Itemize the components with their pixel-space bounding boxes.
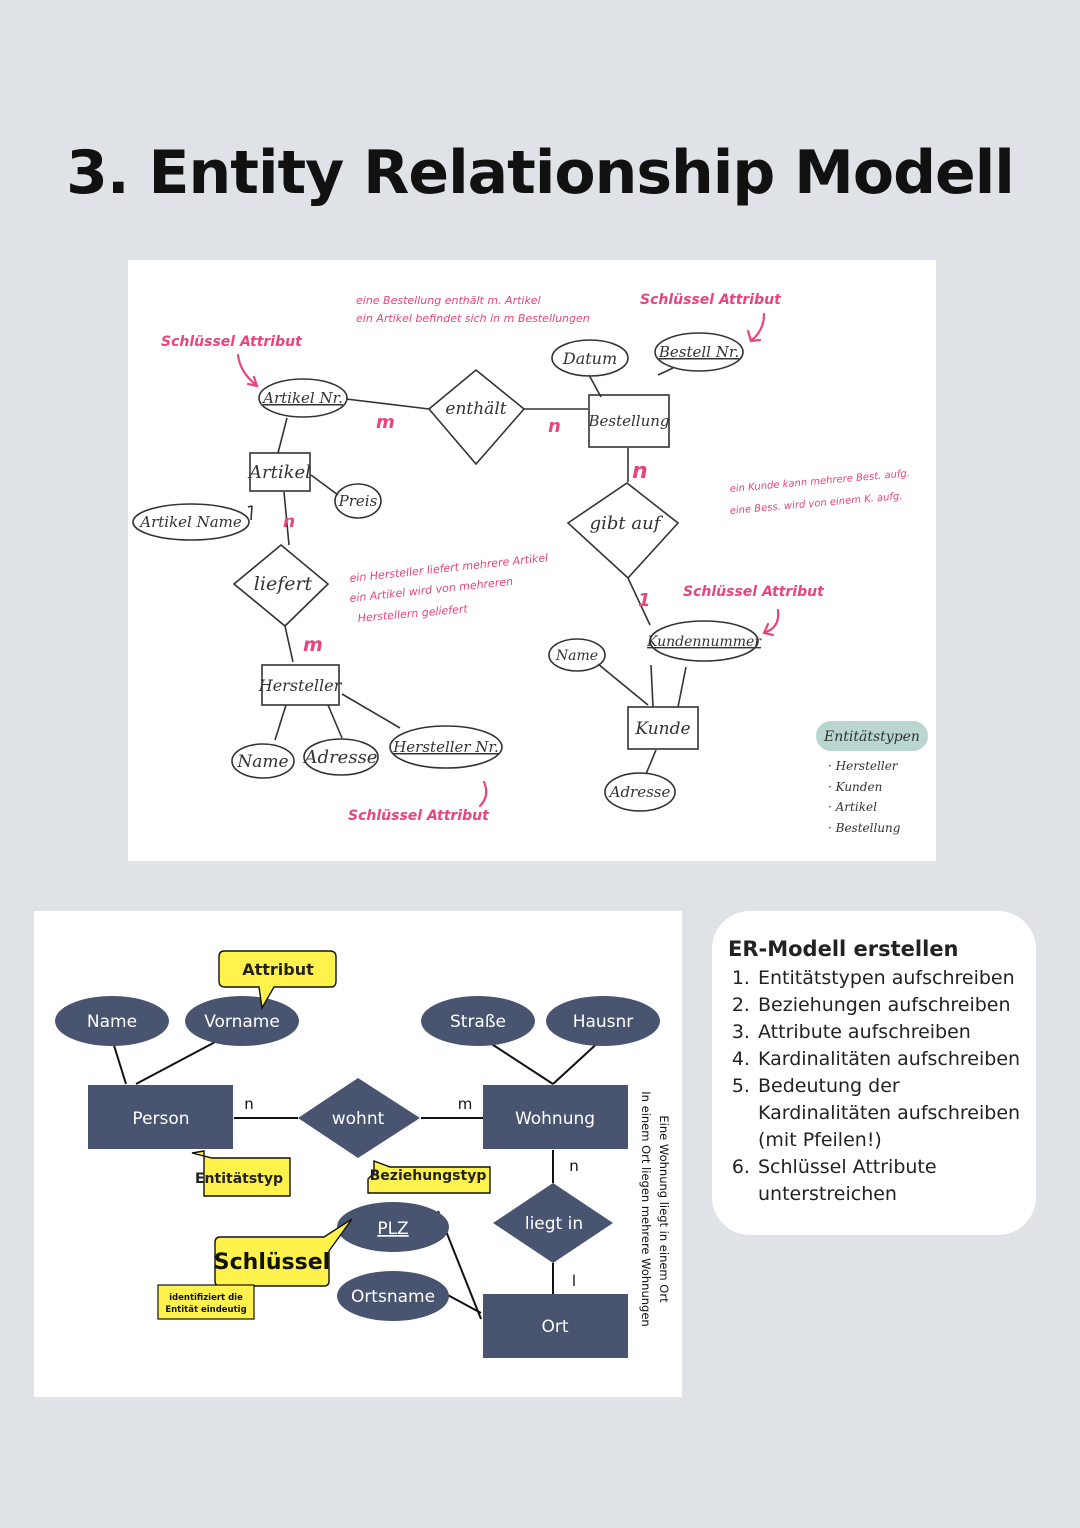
entity-wohnung: Wohnung	[515, 1109, 595, 1129]
key-attribute-label: Schlüssel Attribut	[161, 334, 303, 350]
step-item: Schlüssel Attribute unterstreichen	[756, 1154, 1022, 1208]
attr-artikel-nr: Artikel Nr.	[261, 389, 343, 407]
legend-title: Entitätstypen	[823, 729, 920, 745]
attr-adresse-hersteller: Adresse	[303, 747, 378, 768]
rel-enthaelt: enthält	[445, 399, 506, 419]
entity-bestellung: Bestellung	[587, 412, 669, 430]
note-liefert-line1: ein Hersteller liefert mehrere Artikel	[349, 551, 549, 585]
step-item: Beziehungen aufschreiben	[756, 992, 1022, 1019]
relationship-wohnt: wohnt	[332, 1109, 385, 1129]
rel-liefert: liefert	[254, 573, 313, 595]
attr-strasse: Straße	[450, 1012, 506, 1032]
side-note-line2: In einem Ort liegen mehrere Wohnungen	[639, 1091, 653, 1326]
callout-attribut: Attribut	[242, 960, 314, 979]
attr-hersteller-nr: Hersteller Nr.	[392, 738, 499, 756]
legend-item: · Kunden	[828, 780, 882, 794]
attr-kundennummer: Kundennummer	[646, 634, 762, 650]
handdrawn-er-diagram: Artikel Nr. enthält Datum Bestell Nr. Be…	[128, 260, 936, 861]
cardinality-m-hersteller: m	[303, 634, 323, 656]
handdrawn-er-svg: Artikel Nr. enthält Datum Bestell Nr. Be…	[132, 292, 928, 835]
entity-kunde: Kunde	[634, 719, 690, 739]
callout-identifiziert-line1: identifiziert die	[169, 1293, 243, 1303]
attr-vorname: Vorname	[204, 1012, 280, 1032]
entity-ort: Ort	[541, 1317, 568, 1337]
rel-gibt-auf: gibt auf	[590, 513, 664, 534]
legend-item: · Bestellung	[828, 821, 901, 835]
note-enthaelt-line2: ein Artikel befindet sich in m Bestellun…	[356, 312, 590, 325]
steps-list: Entitätstypen aufschreiben Beziehungen a…	[728, 965, 1022, 1208]
attr-plz: PLZ	[377, 1219, 408, 1239]
attr-bestell-nr: Bestell Nr.	[658, 343, 739, 361]
entity-person: Person	[132, 1109, 189, 1129]
key-attribute-label: Schlüssel Attribut	[640, 292, 782, 308]
side-note-line1: Eine Wohnung liegt in einem Ort	[657, 1115, 671, 1303]
attr-name: Name	[87, 1012, 137, 1032]
note-enthaelt-line1: eine Bestellung enthält m. Artikel	[356, 294, 541, 307]
attr-name-kunde: Name	[555, 648, 598, 664]
attr-name-hersteller: Name	[236, 752, 288, 772]
callout-schluessel: Schlüssel	[214, 1250, 330, 1275]
cardinality-1-ort: l	[572, 1272, 576, 1290]
cardinality-m-wohnung: m	[458, 1095, 473, 1113]
cardinality-m-artikel: m	[376, 412, 395, 433]
cardinality-n-liegt-in: n	[569, 1157, 579, 1175]
note-liefert-line3: Herstellern geliefert	[357, 602, 469, 625]
cardinality-n-gibtauf: n	[632, 459, 648, 484]
attr-adresse-kunde: Adresse	[608, 783, 671, 801]
legend-item: · Artikel	[828, 800, 877, 814]
example-er-diagram: Name Vorname Straße Hausnr Person wohnt …	[34, 911, 682, 1397]
legend-badge	[816, 721, 928, 751]
step-item: Attribute aufschreiben	[756, 1019, 1022, 1046]
step-item: Entitätstypen aufschreiben	[756, 965, 1022, 992]
cardinality-n-liefert: n	[283, 512, 295, 532]
attr-ortsname: Ortsname	[351, 1287, 435, 1307]
attr-preis: Preis	[338, 492, 378, 510]
callout-entitaetstyp: Entitätstyp	[195, 1171, 283, 1187]
cardinality-1-kunde: 1	[638, 590, 651, 611]
note-kunde-line1: ein Kunde kann mehrere Best. aufg.	[729, 468, 910, 495]
steps-heading: ER-Modell erstellen	[728, 937, 959, 961]
relationship-liegt-in: liegt in	[525, 1214, 583, 1234]
example-er-svg: Name Vorname Straße Hausnr Person wohnt …	[55, 950, 671, 1358]
note-kunde-line2: eine Bess. wird von einem K. aufg.	[729, 491, 903, 517]
step-item: Bedeutung der Kardinalitäten aufschreibe…	[756, 1073, 1022, 1154]
attr-datum: Datum	[562, 349, 617, 368]
steps-card: ER-Modell erstellen Entitätstypen aufsch…	[712, 911, 1036, 1235]
callout-beziehungstyp: Beziehungstyp	[370, 1168, 487, 1184]
key-attribute-label: Schlüssel Attribut	[348, 808, 490, 824]
legend-item: · Hersteller	[828, 759, 899, 773]
attr-hausnr: Hausnr	[573, 1012, 634, 1032]
page-title: 3. Entity Relationship Modell	[66, 138, 1015, 208]
step-item: Kardinalitäten aufschreiben	[756, 1046, 1022, 1073]
entity-artikel: Artikel	[247, 462, 311, 483]
callout-identifiziert	[157, 1284, 255, 1320]
entity-hersteller: Hersteller	[258, 676, 343, 695]
cardinality-n-bestellung: n	[548, 416, 561, 437]
cardinality-n-person: n	[244, 1095, 254, 1113]
key-attribute-label: Schlüssel Attribut	[683, 584, 825, 600]
callout-identifiziert-line2: Entität eindeutig	[165, 1305, 246, 1315]
attr-artikel-name: Artikel Name	[138, 513, 242, 531]
